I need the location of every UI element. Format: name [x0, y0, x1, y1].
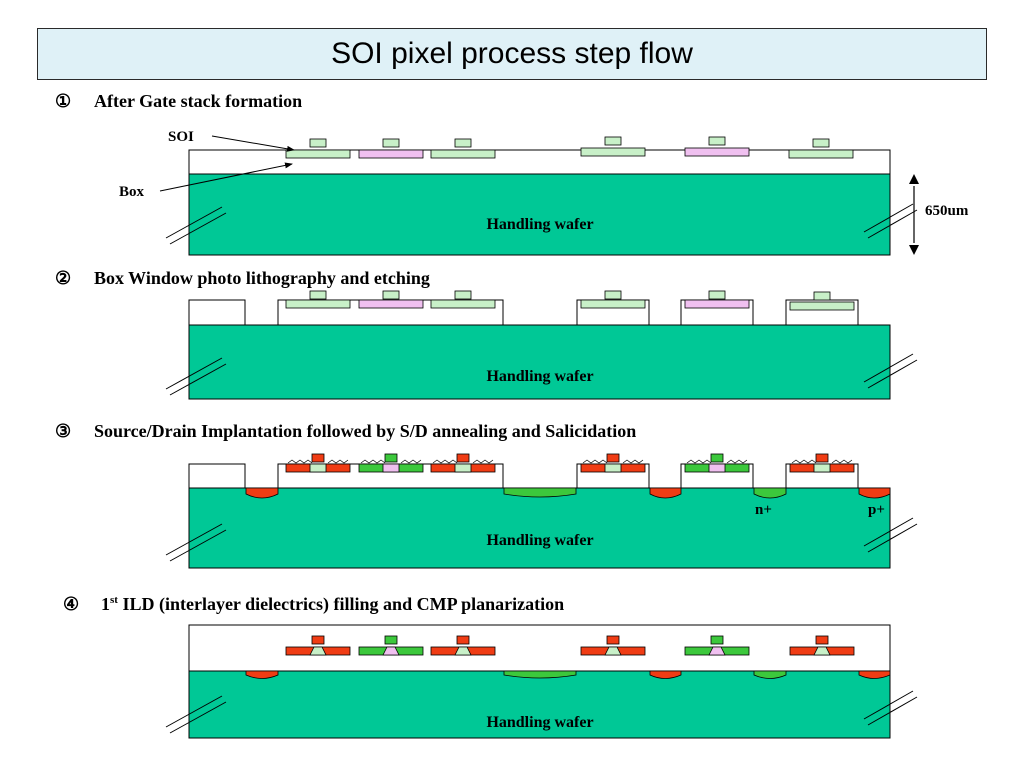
step-4: ④ 1st ILD (interlayer dielectrics) filli…	[63, 594, 918, 739]
page-title: SOI pixel process step flow	[331, 37, 693, 70]
step-1-break-marks	[165, 203, 918, 245]
title-box: SOI pixel process step flow	[37, 28, 987, 80]
step-3-handling-wafer	[188, 487, 891, 569]
step-4-wafer-label: Handling wafer	[486, 714, 593, 731]
step-3-number: ③	[55, 421, 71, 441]
step-4-transistors	[285, 635, 855, 656]
step-2-break-marks	[165, 353, 918, 396]
step-3-implants	[245, 487, 891, 499]
step-2: ② Box Window photo lithography and etchi…	[55, 268, 918, 400]
step-1-wafer-label: Handling wafer	[486, 216, 593, 233]
step-1-title: After Gate stack formation	[94, 91, 302, 111]
step-3: ③ Source/Drain Implantation followed by …	[55, 421, 918, 569]
n-plus-label: n+	[755, 502, 772, 518]
step-2-title: Box Window photo lithography and etching	[94, 268, 430, 288]
soi-label: SOI	[168, 129, 194, 145]
step-1-transistors	[285, 136, 854, 159]
step-1-handling-wafer	[188, 173, 891, 256]
soi-arrow	[211, 135, 295, 152]
step-2-transistors	[285, 290, 855, 311]
step-2-wafer-label: Handling wafer	[486, 368, 593, 385]
step-2-handling-wafer	[188, 324, 891, 400]
step-4-title: 1st ILD (interlayer dielectrics) filling…	[101, 594, 564, 615]
step-1: ① After Gate stack formation SOI Box	[55, 91, 969, 256]
p-plus-label: p+	[868, 502, 885, 518]
step-3-transistors	[285, 453, 855, 473]
step-2-number: ②	[55, 268, 71, 288]
step-4-number: ④	[63, 594, 79, 614]
box-arrow	[159, 162, 293, 192]
box-label: Box	[119, 184, 145, 200]
thickness-label: 650um	[925, 203, 969, 219]
step-1-box-layer	[188, 149, 891, 175]
step-4-implants	[245, 670, 891, 679]
step-1-number: ①	[55, 91, 71, 111]
step-4-handling-wafer	[188, 670, 891, 739]
step-4-break-marks	[165, 690, 918, 734]
step-3-title: Source/Drain Implantation followed by S/…	[94, 421, 636, 441]
step-3-break-marks	[165, 517, 918, 562]
step-3-wafer-label: Handling wafer	[486, 532, 593, 549]
